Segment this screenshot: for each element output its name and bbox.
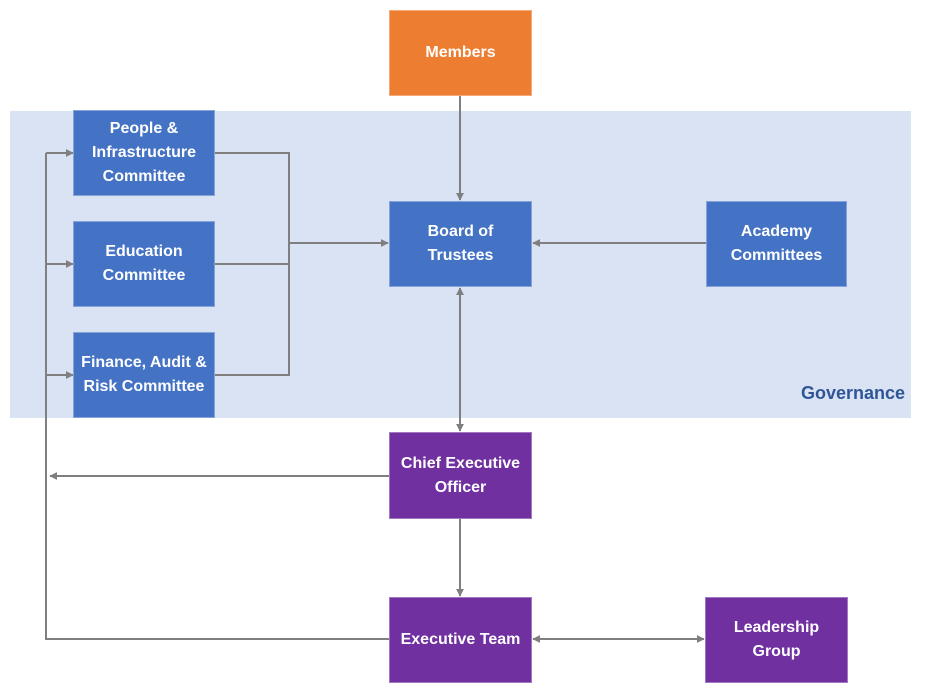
chief-executive-officer-label: Chief Executive Officer <box>400 454 521 496</box>
finance-to-board-connector <box>215 243 290 376</box>
finance-audit-risk-committee-label: Finance, Audit & Risk Committee <box>81 354 207 395</box>
members-label: Members <box>425 44 496 61</box>
academy-committees-box: Academy Committees <box>706 201 847 287</box>
education-committee-box: Education Committee <box>73 221 215 307</box>
executive-team-label: Executive Team <box>400 631 521 648</box>
governance-label: Governance <box>800 383 905 403</box>
people-to-board-connector <box>215 152 290 243</box>
chief-executive-officer-box: Chief Executive Officer <box>389 432 532 519</box>
leadership-group-box: Leadership Group <box>705 597 848 683</box>
finance-audit-risk-committee-box: Finance, Audit & Risk Committee <box>73 332 215 418</box>
leadership-group-label: Leadership Group <box>733 619 820 660</box>
board-of-trustees-box: Board of Trustees <box>389 201 532 287</box>
board-of-trustees-label: Board of Trustees <box>427 223 494 264</box>
academy-committees-label: Academy Committees <box>730 223 823 264</box>
exec-feedback-connector <box>45 153 389 640</box>
executive-team-box: Executive Team <box>389 597 532 683</box>
people-infrastructure-committee-box: People & Infrastructure Committee <box>73 110 215 196</box>
people-infrastructure-committee-label: People & Infrastructure Committee <box>91 120 197 185</box>
education-committee-label: Education Committee <box>102 243 186 284</box>
members-box: Members <box>389 10 532 96</box>
